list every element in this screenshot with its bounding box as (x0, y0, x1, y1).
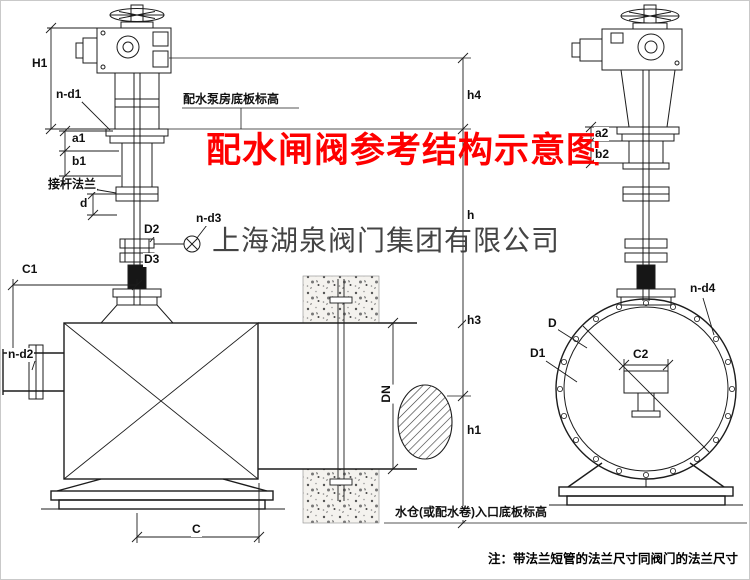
front-view-actuator (75, 4, 172, 74)
flange-bolt-holes (557, 299, 736, 478)
valve-symbol-icon (154, 235, 201, 253)
dim-label-b2: b2 (594, 147, 611, 162)
flange-note: 注：带法兰短管的法兰尺寸同阀门的法兰尺寸 (488, 552, 739, 566)
dim-label-n-d4: n-d4 (689, 281, 717, 296)
dim-label-H1: H1 (31, 56, 49, 71)
side-view-body (549, 298, 743, 506)
dim-label-h3: h3 (466, 313, 483, 328)
label-pump-room-floor: 配水泵房底板标高 (182, 92, 281, 107)
label-inlet-floor: 水仓(或配水卷)入口底板标高 (394, 505, 548, 520)
company-watermark: 上海湖泉阀门集团有限公司 (212, 226, 561, 257)
dim-label-d: d (79, 196, 89, 211)
dimension-lines-left (7, 22, 265, 543)
label-rod-flange: 接杆法兰 (47, 177, 98, 192)
dim-label-n-d1: n-d1 (55, 87, 83, 102)
dim-label-D3: D3 (143, 252, 161, 267)
dim-label-DN: DN (378, 384, 394, 404)
dim-label-a2: a2 (594, 126, 610, 141)
diagram-title: 配水闸阀参考结构示意图 (206, 131, 603, 170)
dim-label-D: D (547, 316, 558, 331)
dim-label-b1: b1 (71, 154, 88, 169)
elevation-lines (164, 57, 747, 524)
dim-label-C: C (191, 522, 202, 537)
side-view-actuator (571, 4, 683, 71)
dim-label-D2: D2 (143, 222, 161, 237)
dim-label-D1: D1 (529, 346, 547, 361)
front-view-body (2, 322, 285, 510)
front-view-stem-assembly (99, 73, 175, 324)
dim-label-h4: h4 (466, 88, 483, 103)
dim-label-a1: a1 (71, 131, 87, 146)
dim-label-C2: C2 (632, 347, 650, 362)
dim-label-n-d2: n-d2 (7, 347, 35, 362)
pipe-dn (258, 322, 453, 470)
concrete-wall (302, 275, 380, 524)
dim-label-h: h (466, 208, 476, 223)
dim-label-h1: h1 (466, 423, 483, 438)
side-view-stem-assembly (616, 69, 680, 306)
dim-label-n-d3: n-d3 (195, 211, 223, 226)
dim-label-C1: C1 (21, 262, 39, 277)
